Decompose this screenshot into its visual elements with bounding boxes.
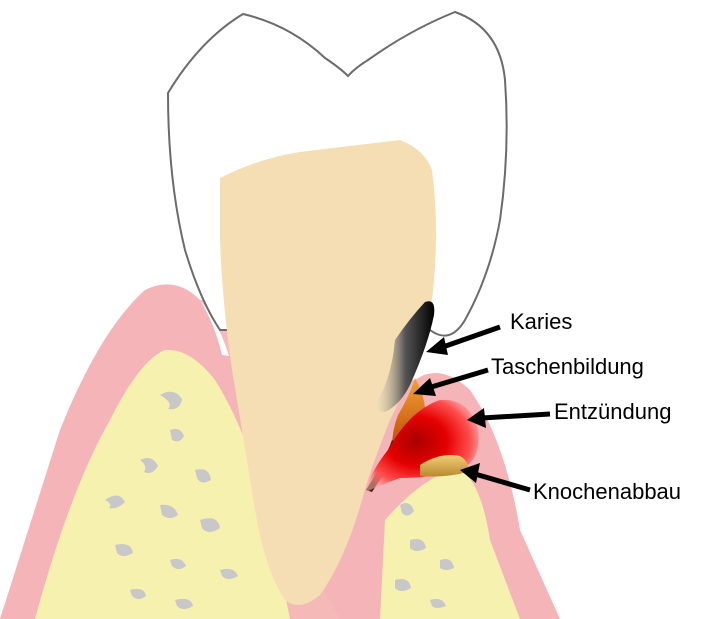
arrow-entzuendung (482, 414, 550, 418)
arrow-karies-head (426, 337, 448, 355)
label-knochenabbau: Knochenabbau (533, 481, 681, 503)
label-entzuendung: Entzündung (554, 401, 671, 423)
label-karies: Karies (510, 311, 572, 333)
label-taschenbildung: Taschenbildung (491, 356, 644, 378)
